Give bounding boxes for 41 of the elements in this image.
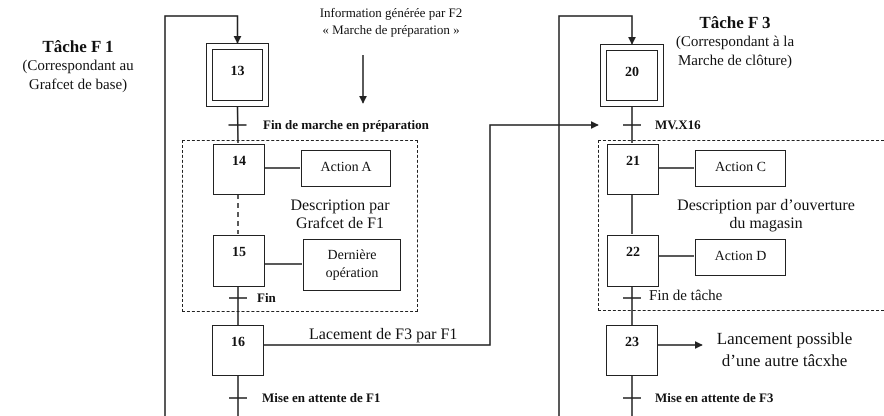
transition-link: [228, 106, 246, 144]
dashed-group-frame: [182, 140, 418, 312]
step-box: 15: [213, 235, 265, 287]
task-description: (Correspondant au Grafcet de base): [21, 57, 135, 94]
link-line: [631, 194, 633, 234]
step-box: 23: [606, 325, 658, 376]
action-box: Action A: [301, 150, 391, 187]
step-box: 21: [607, 144, 659, 195]
step-box: 22: [607, 235, 659, 287]
dashed-group-frame: [598, 140, 884, 311]
step-box: 14: [213, 144, 265, 195]
action-box: Action C: [695, 150, 786, 187]
arrow: [359, 55, 367, 104]
arrow: [658, 341, 703, 349]
transition-link: [623, 107, 641, 143]
task-title: Tâche F 3: [698, 12, 772, 34]
transition-link: [623, 286, 641, 325]
action-box: Dernière opération: [303, 239, 401, 291]
arrow: [264, 121, 599, 346]
link-line: [658, 255, 694, 257]
arrow: [558, 15, 636, 416]
annotation-text: Lancement possible d’une autre tâcxhe: [702, 328, 867, 374]
description-text: Description par Grafcet de F1: [289, 197, 391, 234]
step-box: 16: [212, 325, 264, 376]
link-line: [264, 167, 300, 169]
initial-step-box: 13: [206, 43, 269, 107]
task-title: Tâche F 1: [41, 36, 115, 58]
annotation-text: Information générée par F2 « Marche de préparation »: [316, 5, 466, 55]
action-box: Action D: [695, 239, 786, 276]
transition-link: [623, 376, 641, 416]
transition-label: Fin de marche en préparation: [262, 117, 430, 133]
task-description: (Correspondant à la Marche de clôture): [674, 33, 796, 70]
initial-step-box: 20: [600, 44, 664, 107]
transition-link: [229, 376, 247, 416]
link-line: [237, 194, 239, 234]
link-line: [264, 263, 302, 265]
description-text: Description par d’ouverture du magasin: [676, 197, 856, 234]
transition-link: [229, 286, 247, 325]
arrow: [164, 15, 242, 416]
transition-label: Lacement de F3 par F1: [308, 326, 458, 344]
link-line: [658, 167, 694, 169]
